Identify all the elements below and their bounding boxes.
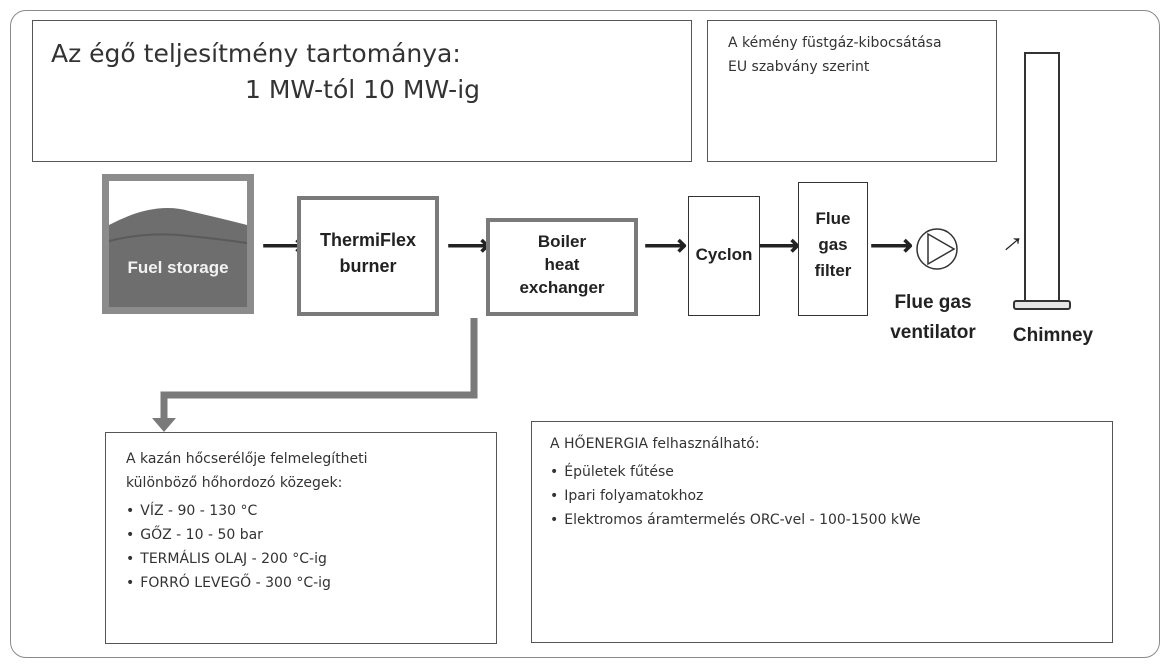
boiler-label-line1: Boiler <box>537 232 587 251</box>
list-item: Elektromos áramtermelés ORC-vel - 100-15… <box>550 508 920 532</box>
heat-usage-box: A HŐENERGIA felhasználható: Épületek fűt… <box>531 421 1113 643</box>
heat-usage-list: Épületek fűtése Ipari folyamatokhoz Elek… <box>550 460 921 532</box>
heat-media-intro-line2: különböző hőhordozó közegek: <box>126 475 343 491</box>
list-item: Épületek fűtése <box>550 460 921 484</box>
heat-usage-title: A HŐENERGIA felhasználható: <box>550 436 760 452</box>
emission-line1: A kémény füstgáz-kibocsátása <box>728 35 942 51</box>
list-item: FORRÓ LEVEGŐ - 300 °C-ig <box>126 571 331 595</box>
list-item: Ipari folyamatokhoz <box>550 484 921 508</box>
filter-label-line1: Flue <box>815 209 851 228</box>
list-item: VÍZ - 90 - 130 °C <box>126 499 331 523</box>
heat-media-list: VÍZ - 90 - 130 °C GŐZ - 10 - 50 bar TERM… <box>126 499 331 595</box>
filter-label-line3: filter <box>814 261 852 280</box>
ventilator-label-line2: ventilator <box>890 322 976 343</box>
heat-media-intro-line1: A kazán hőcserélője felmelegítheti <box>126 451 368 467</box>
power-range-title: Az égő teljesítmény tartománya: <box>51 39 461 68</box>
fuel-storage-label: Fuel storage <box>127 258 229 277</box>
diagram-frame <box>10 10 1160 658</box>
burner-label-line2: burner <box>339 256 397 276</box>
ventilator-label-line1: Flue gas <box>894 292 972 313</box>
arrow-cyclon-to-filter: ⟶ <box>757 229 801 262</box>
arrow-boiler-to-cyclon: ⟶ <box>644 229 688 262</box>
cyclon-box: Cyclon <box>688 196 760 316</box>
fuel-storage: Fuel storage <box>102 174 254 314</box>
burner-label-line1: ThermiFlex <box>319 230 417 250</box>
chimney-stack <box>1024 52 1060 302</box>
boiler-label-line2: heat <box>544 255 580 274</box>
emission-box: A kémény füstgáz-kibocsátása EU szabvány… <box>707 20 997 162</box>
chimney-base <box>1013 300 1071 310</box>
power-range-box: Az égő teljesítmény tartománya: 1 MW-tól… <box>32 20 692 162</box>
ventilator-icon <box>916 228 958 270</box>
cyclon-label: Cyclon <box>695 245 753 264</box>
arrow-burner-to-boiler: ⟶ <box>447 229 491 262</box>
boiler-label-line3: exchanger <box>519 278 605 297</box>
boiler-box: Boiler heat exchanger <box>486 218 638 316</box>
burner-box: ThermiFlex burner <box>297 196 439 316</box>
list-item: GŐZ - 10 - 50 bar <box>126 523 331 547</box>
fuel-pile-graphic <box>109 208 247 307</box>
list-item: TERMÁLIS OLAJ - 200 °C-ig <box>126 547 331 571</box>
chimney-label: Chimney <box>1012 325 1094 346</box>
filter-label-line2: gas <box>818 235 848 254</box>
arrow-filter-to-ventilator: ⟶ <box>870 229 914 262</box>
emission-line2: EU szabvány szerint <box>728 59 870 75</box>
power-range-value: 1 MW-tól 10 MW-ig <box>245 75 481 104</box>
heat-media-box: A kazán hőcserélője felmelegítheti külön… <box>105 432 497 644</box>
flue-gas-filter-box: Flue gas filter <box>798 182 868 316</box>
